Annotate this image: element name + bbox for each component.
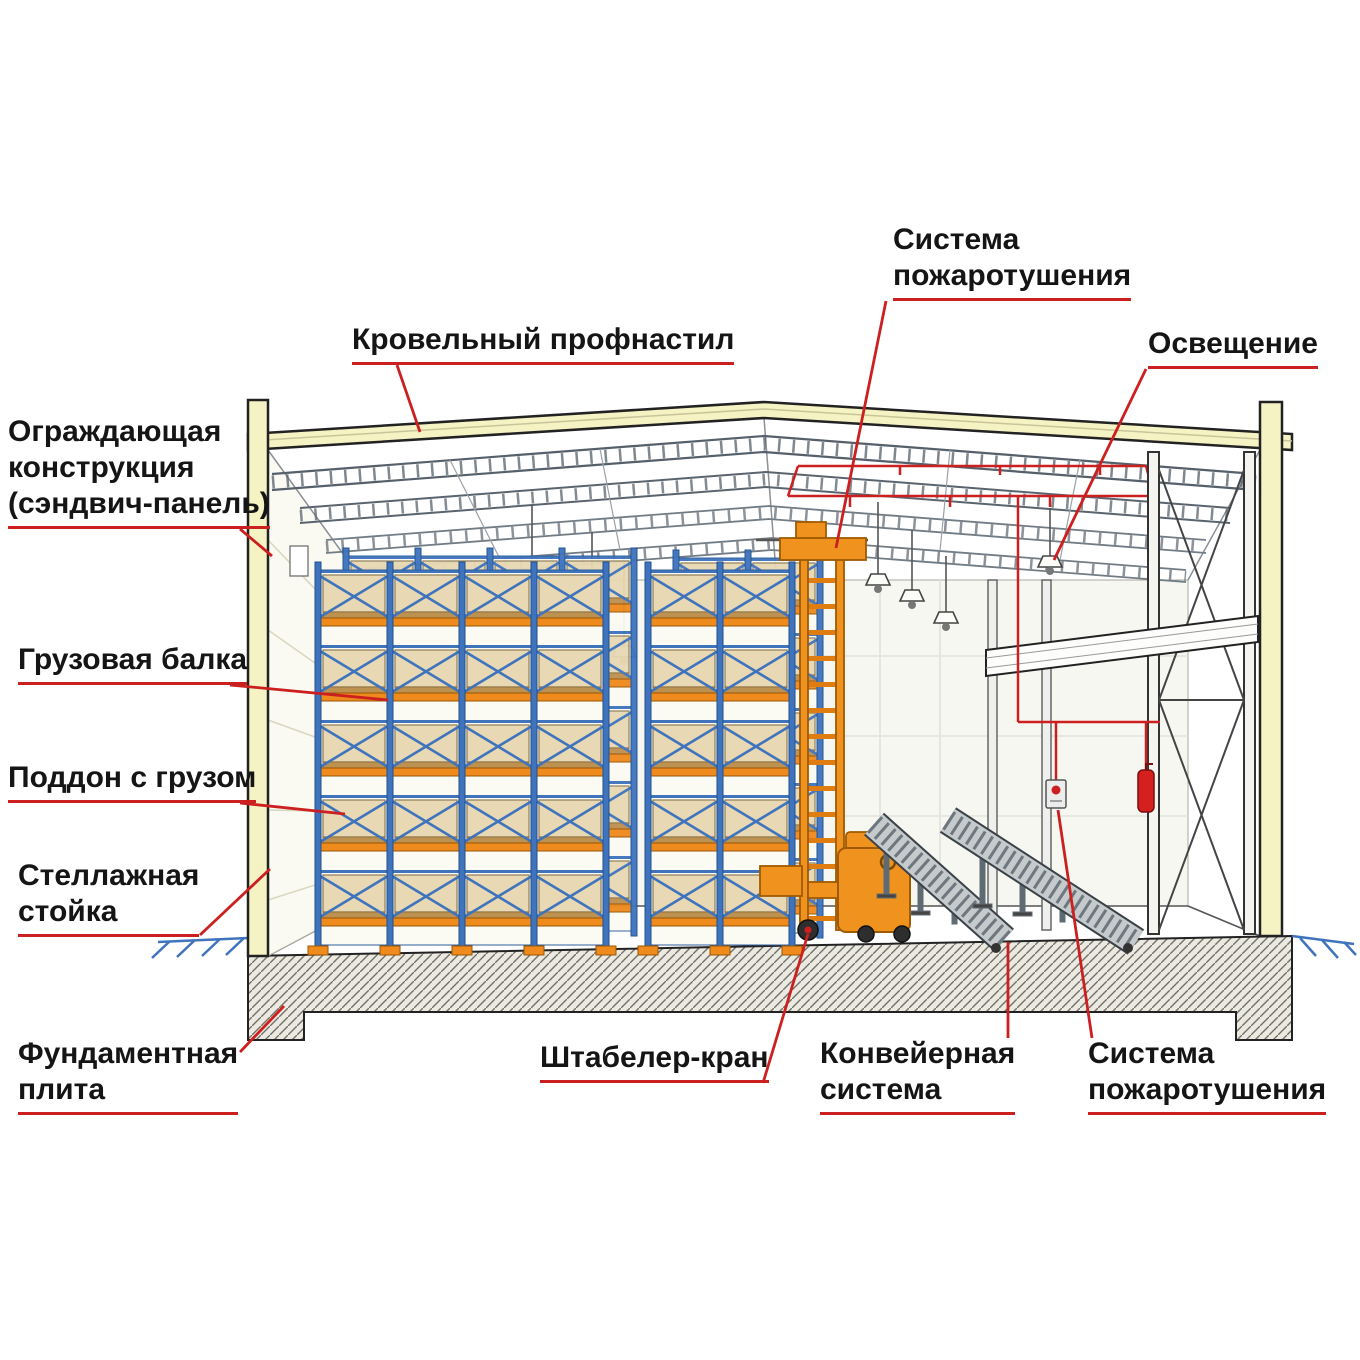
label-load-beam: Грузовая балка xyxy=(18,642,248,685)
label-line: Конвейерная xyxy=(820,1037,1016,1070)
fire-piping-wall xyxy=(1016,496,1160,813)
label-line: пожаротушения xyxy=(893,259,1132,292)
label-line: Фундаментная xyxy=(18,1037,239,1070)
fire-piping-roof xyxy=(786,464,1156,507)
fire-extinguisher-icon xyxy=(1137,769,1155,813)
label-rack-upright: Стеллажная стойка xyxy=(18,858,200,937)
label-conveyor-system: Конвейерная система xyxy=(820,1036,1016,1115)
wall-junction-box xyxy=(289,545,309,577)
foundation-slab xyxy=(247,934,1293,1041)
label-fire-suppression-bottom: Система пожаротушения xyxy=(1088,1036,1327,1115)
label-line: пожаротушения xyxy=(1088,1073,1327,1106)
conveyor-1 xyxy=(864,812,1014,953)
label-line: Поддон с грузом xyxy=(8,761,257,794)
roof-truss-3 xyxy=(325,505,1207,554)
label-roofing: Кровельный профнастил xyxy=(352,322,735,365)
leader-fire-bottom xyxy=(1056,809,1094,1039)
roof-truss-1 xyxy=(271,434,1257,492)
leader-rack-upright xyxy=(199,867,271,937)
label-line: Штабелер-кран xyxy=(540,1041,769,1074)
x-bracing xyxy=(1158,469,1245,931)
right-steel-frame xyxy=(987,451,1256,935)
label-line: система xyxy=(820,1073,942,1106)
label-line: стойка xyxy=(18,895,118,928)
leader-lines xyxy=(199,300,1148,1084)
leader-stacker xyxy=(761,933,810,1084)
label-fire-suppression-top: Система пожаротушения xyxy=(893,222,1132,301)
label-roofing-line: Кровельный профнастил xyxy=(352,323,735,356)
label-line: Освещение xyxy=(1148,327,1318,360)
label-line: конструкция xyxy=(8,451,195,484)
leader-roofing xyxy=(395,364,422,433)
stacker-crane xyxy=(756,521,911,943)
label-line: Грузовая балка xyxy=(18,643,248,676)
conveyor-2 xyxy=(939,807,1145,955)
leader-pallet xyxy=(239,801,346,816)
leader-envelope xyxy=(239,527,273,558)
label-line: Система xyxy=(1088,1037,1215,1070)
fire-alarm-device xyxy=(1045,779,1067,809)
label-pallet-with-load: Поддон с грузом xyxy=(8,760,257,803)
lift-carriage xyxy=(759,865,803,897)
label-line: Стеллажная xyxy=(18,859,200,892)
leader-lighting xyxy=(1052,368,1148,561)
label-lighting: Освещение xyxy=(1148,326,1318,369)
label-line: (сэндвич-панель) xyxy=(8,487,270,520)
leader-fire-top xyxy=(834,300,888,549)
label-line: Ограждающая xyxy=(8,415,222,448)
label-line: Система xyxy=(893,223,1020,256)
label-line: плита xyxy=(18,1073,105,1106)
right-wall-panel xyxy=(1258,400,1284,938)
label-stacker-crane: Штабелер-кран xyxy=(540,1040,769,1083)
runway-beam xyxy=(985,614,1259,678)
rack-left-front-row xyxy=(307,561,617,956)
leader-load-beam xyxy=(229,683,389,702)
label-envelope: Ограждающая конструкция (сэндвич-панель) xyxy=(8,414,270,529)
label-foundation-slab: Фундаментная плита xyxy=(18,1036,239,1115)
leader-foundation xyxy=(238,1005,286,1053)
ground-marks xyxy=(151,934,1357,959)
